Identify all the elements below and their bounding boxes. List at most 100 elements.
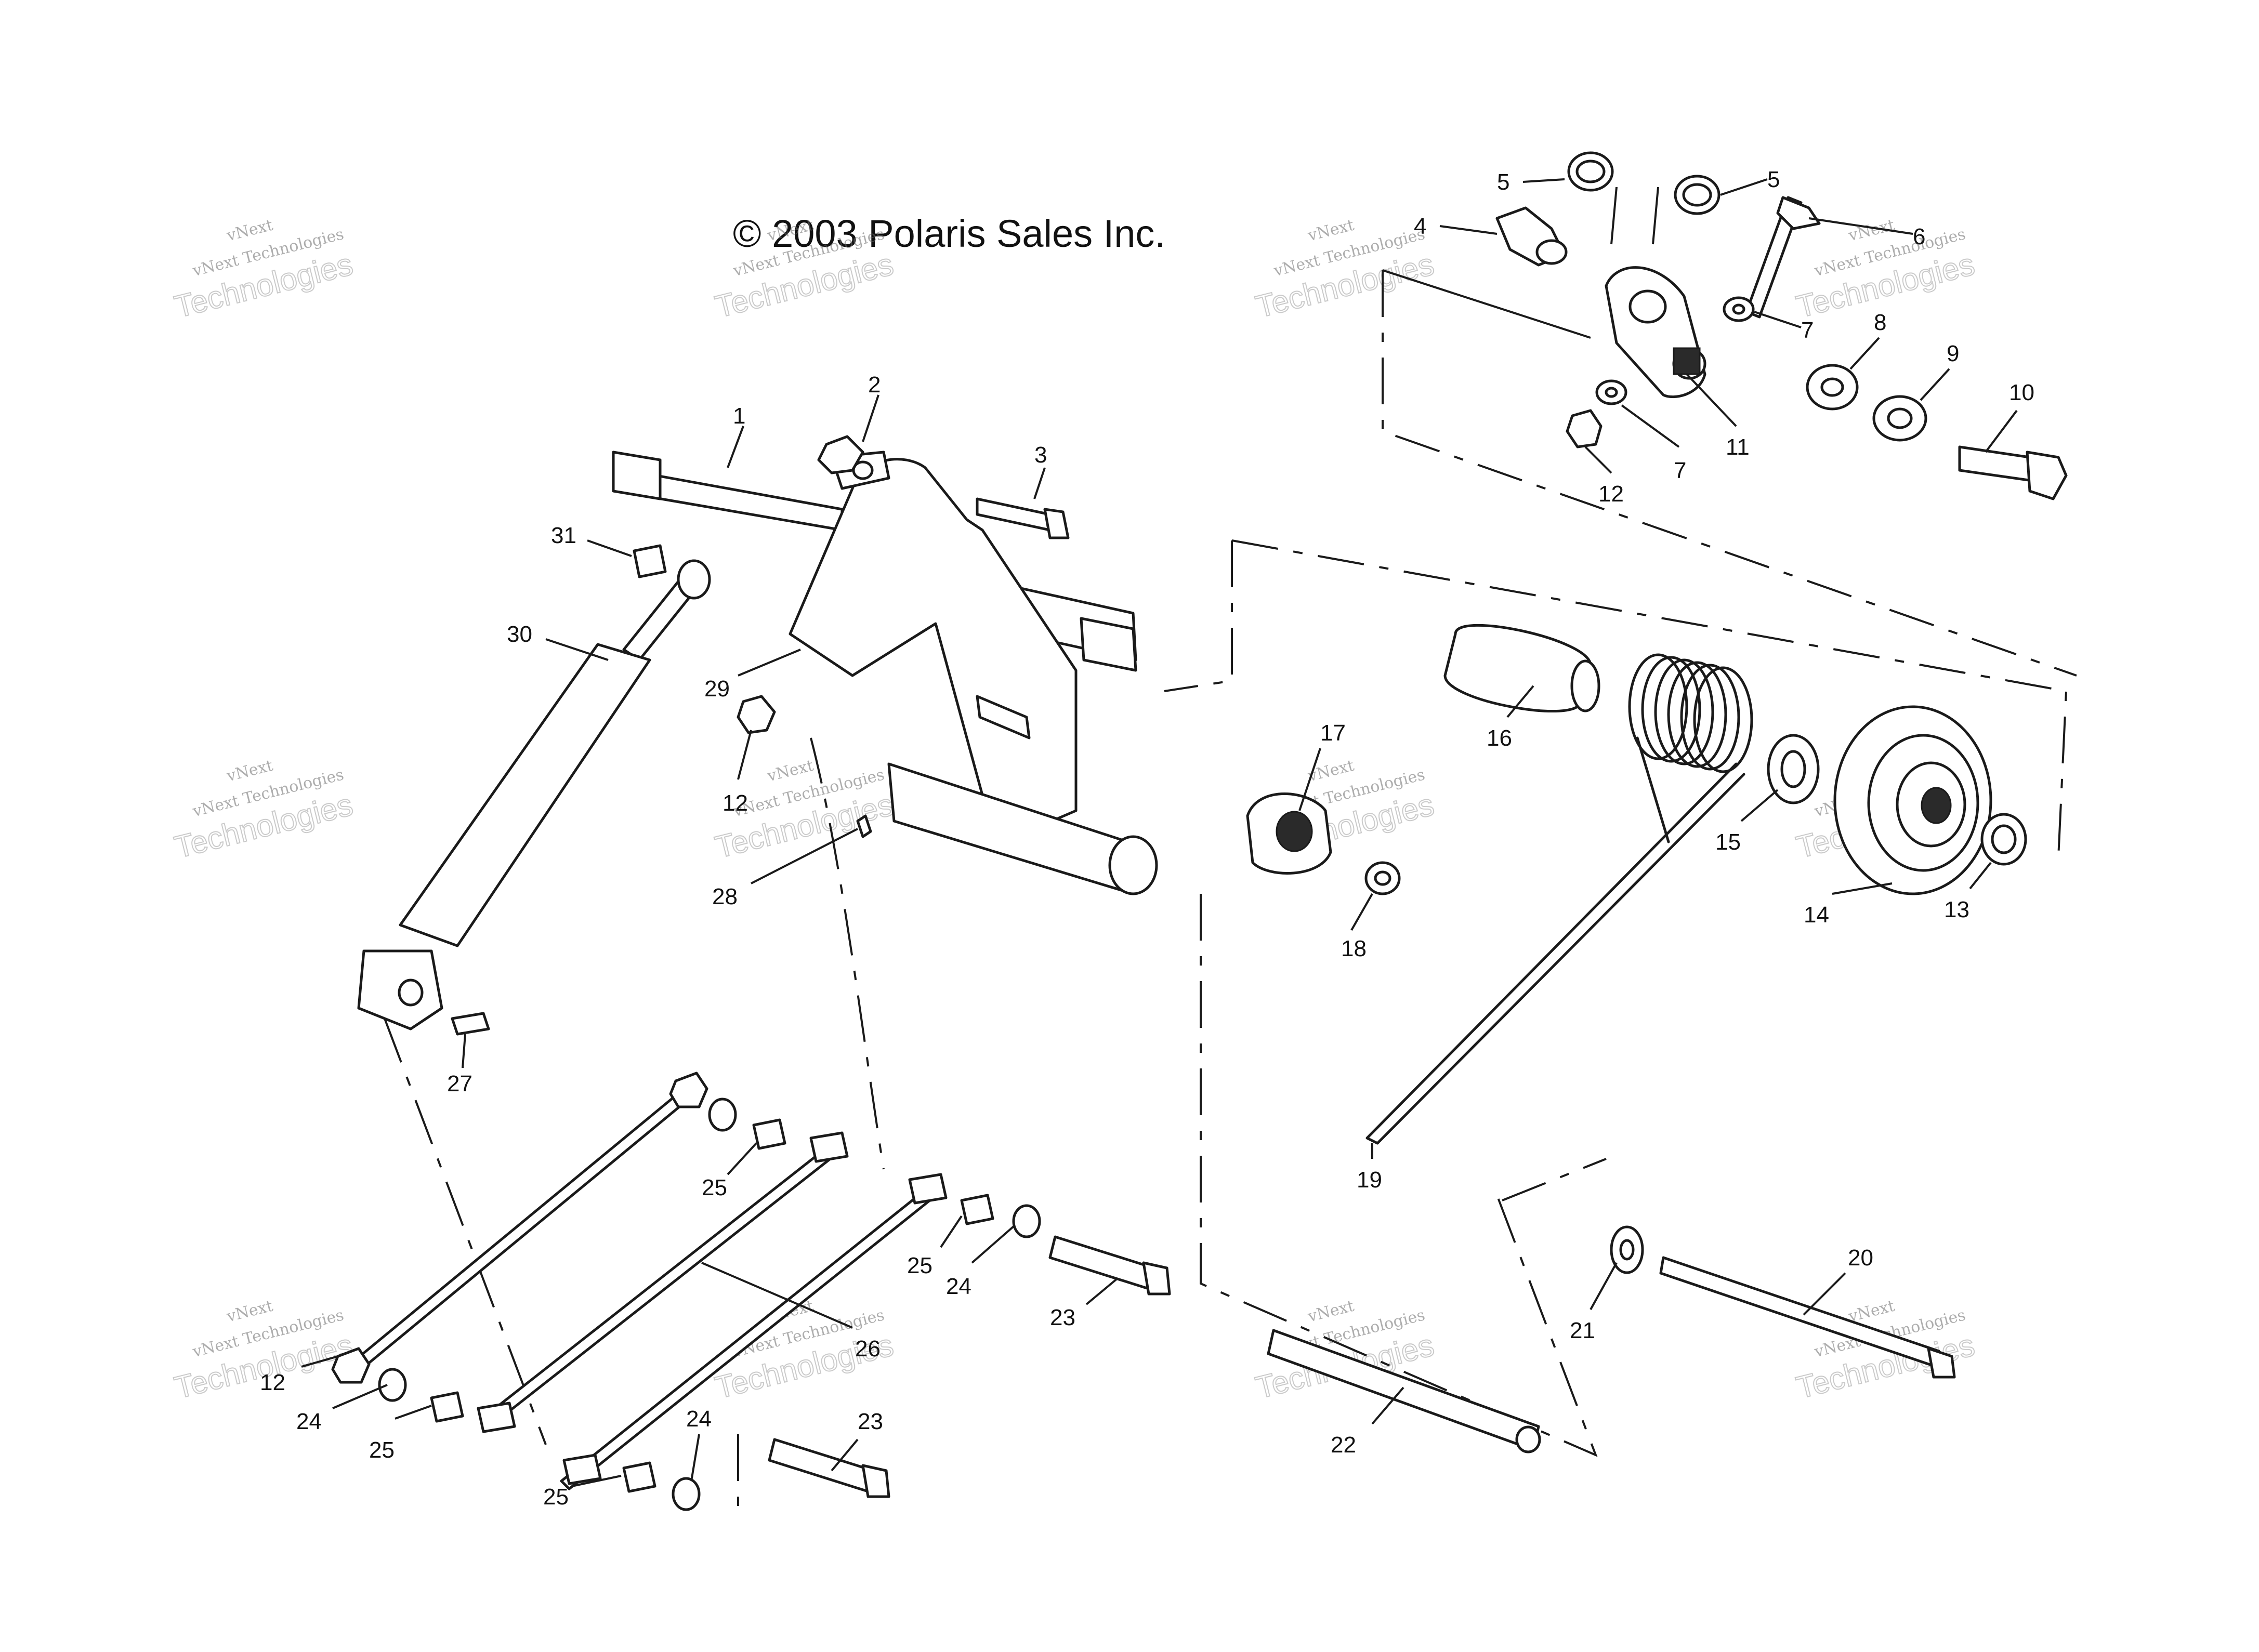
clevis-hole xyxy=(398,979,424,1007)
watermark-line1: vNext xyxy=(225,216,275,245)
spring-assembly xyxy=(1246,624,2027,1145)
crossbar-end xyxy=(1108,835,1158,895)
washer-24 xyxy=(378,1368,407,1402)
shock-assembly xyxy=(357,544,776,1036)
leader-12a xyxy=(1584,446,1612,474)
callout-9: 9 xyxy=(1947,341,1959,366)
axis-line xyxy=(1382,269,1591,339)
leader-25b xyxy=(940,1215,963,1248)
callout-7b: 7 xyxy=(1674,458,1686,483)
leader-25c xyxy=(395,1405,432,1420)
callout-6: 6 xyxy=(1913,224,1925,249)
axle-boundary xyxy=(1164,540,1233,692)
callout-16: 16 xyxy=(1487,725,1512,751)
bolt-3-head xyxy=(1043,508,1070,539)
axis-line xyxy=(1652,187,1659,245)
lock-nut-12 xyxy=(331,1347,371,1384)
leader-4 xyxy=(1439,225,1498,235)
spacer-bore xyxy=(1535,239,1568,265)
link-rod xyxy=(352,1090,690,1371)
upper-bracket-assembly xyxy=(1382,151,2068,500)
flange-bushing-bore xyxy=(1575,160,1606,183)
callout-21: 21 xyxy=(1570,1318,1595,1343)
shock-top-eye xyxy=(677,559,711,600)
leader-6 xyxy=(1808,217,1913,235)
callout-25a: 25 xyxy=(702,1175,727,1200)
bolt-3-shank xyxy=(976,497,1052,532)
leader-31 xyxy=(587,539,632,557)
leader-3 xyxy=(1033,467,1046,499)
leader-12c xyxy=(301,1355,338,1368)
shaft-20-head xyxy=(1927,1347,1956,1379)
leader-23b xyxy=(831,1438,859,1472)
lock-nut-12 xyxy=(669,1072,708,1108)
leader-lines xyxy=(301,178,2018,1487)
leader-24c xyxy=(690,1434,700,1482)
leader-15 xyxy=(1740,789,1779,822)
callout-24a: 24 xyxy=(946,1274,971,1299)
leader-7b xyxy=(1621,404,1680,448)
pivot-shaft-20 xyxy=(1659,1256,1940,1368)
leader-22 xyxy=(1371,1386,1404,1425)
callout-8: 8 xyxy=(1874,310,1886,335)
callout-25b: 25 xyxy=(907,1253,933,1278)
callout-22: 22 xyxy=(1331,1432,1356,1458)
torsion-spring-19 xyxy=(1365,653,1753,1145)
lock-nut-12 xyxy=(1566,409,1603,448)
washer-24 xyxy=(1012,1204,1041,1238)
watermark: vNext vNext Technologies Technologies xyxy=(170,1297,357,1406)
leader-9 xyxy=(1920,368,1950,401)
upper-idler-boundary xyxy=(1382,270,2077,677)
leader-29 xyxy=(738,649,801,677)
callout-20: 20 xyxy=(1848,1245,1873,1271)
watermark-line1: vNext xyxy=(225,1297,275,1326)
leader-11 xyxy=(1686,373,1737,427)
grease-fitting-28 xyxy=(856,814,872,838)
spring-coil xyxy=(1667,661,1727,768)
washer-24 xyxy=(672,1477,701,1511)
watermark: vNext vNext Technologies Technologies xyxy=(1252,216,1438,325)
leader-8 xyxy=(1849,337,1880,370)
copyright-text: © 2003 Polaris Sales Inc. xyxy=(733,212,1165,255)
callout-18: 18 xyxy=(1341,936,1367,961)
bolt-23-shank xyxy=(768,1438,875,1493)
shaft-end xyxy=(1515,1425,1541,1453)
callout-14: 14 xyxy=(1804,902,1829,928)
callout-30: 30 xyxy=(507,622,532,647)
bolt-10-head xyxy=(2026,451,2068,500)
spring-arm xyxy=(1365,762,1745,1145)
callout-24c: 24 xyxy=(686,1406,712,1432)
watermark: vNext vNext Technologies Technologies xyxy=(170,216,357,325)
spring-coil xyxy=(1641,656,1701,763)
callout-28: 28 xyxy=(712,884,738,909)
shock-body-30 xyxy=(399,643,651,947)
leader-30 xyxy=(545,638,609,661)
spacer-end xyxy=(1570,659,1600,712)
bolt-23-shank xyxy=(1048,1235,1155,1290)
callout-1: 1 xyxy=(733,403,745,429)
callout-25c: 25 xyxy=(369,1437,395,1463)
assembly-outlines xyxy=(384,270,2077,1507)
bearing-bore xyxy=(1991,824,2017,854)
pivot-shaft-boundary xyxy=(1200,894,1598,1457)
callout-17: 17 xyxy=(1320,720,1346,746)
bushing-25 xyxy=(752,1118,786,1150)
callout-25d: 25 xyxy=(543,1484,569,1510)
callout-10: 10 xyxy=(2009,380,2034,405)
callout-4: 4 xyxy=(1414,214,1426,239)
callout-5b: 5 xyxy=(1767,167,1780,192)
watermark: vNext vNext Technologies Technologies xyxy=(170,757,357,865)
leader-18 xyxy=(1350,893,1373,931)
callout-13: 13 xyxy=(1944,897,1969,922)
callout-12c: 12 xyxy=(260,1370,285,1395)
front-arm-assembly xyxy=(612,435,1158,895)
callout-7a: 7 xyxy=(1801,318,1814,343)
washer-hole xyxy=(1820,377,1844,397)
leader-24b xyxy=(332,1384,388,1409)
watermark-line1: vNext xyxy=(1306,216,1356,245)
spring-coil xyxy=(1680,664,1740,771)
callout-12a: 12 xyxy=(1598,481,1624,507)
leader-26 xyxy=(701,1262,853,1329)
spring-coil xyxy=(1654,658,1714,765)
